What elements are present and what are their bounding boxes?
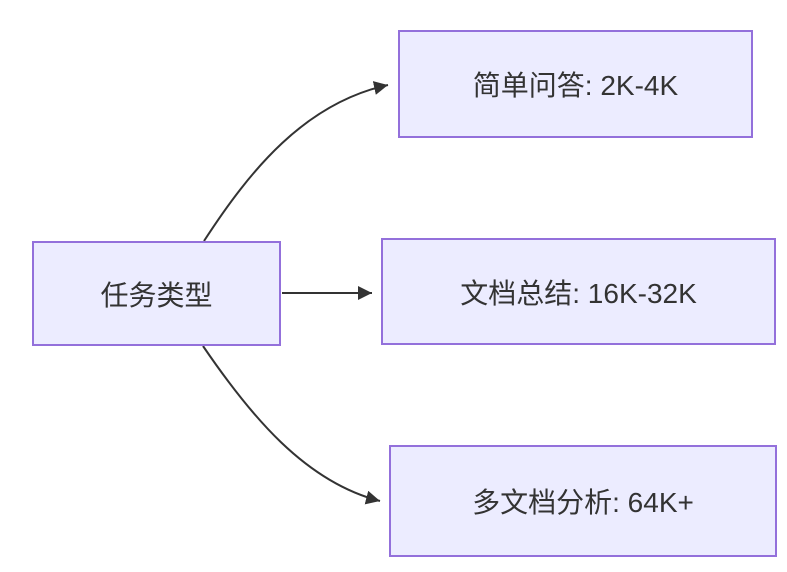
edge-root-to-top bbox=[203, 81, 389, 242]
node-task-type: 任务类型 bbox=[32, 241, 281, 346]
node-simple-qa: 简单问答: 2K-4K bbox=[398, 30, 753, 138]
edge-root-to-bottom bbox=[202, 345, 381, 505]
node-multi-doc-analysis: 多文档分析: 64K+ bbox=[389, 445, 777, 557]
node-doc-summary-label: 文档总结: 16K-32K bbox=[460, 277, 697, 309]
node-doc-summary: 文档总结: 16K-32K bbox=[381, 238, 776, 345]
node-task-type-label: 任务类型 bbox=[100, 279, 213, 311]
node-simple-qa-label: 简单问答: 2K-4K bbox=[472, 70, 679, 101]
node-multi-doc-analysis-label: 多文档分析: 64K+ bbox=[472, 487, 694, 518]
